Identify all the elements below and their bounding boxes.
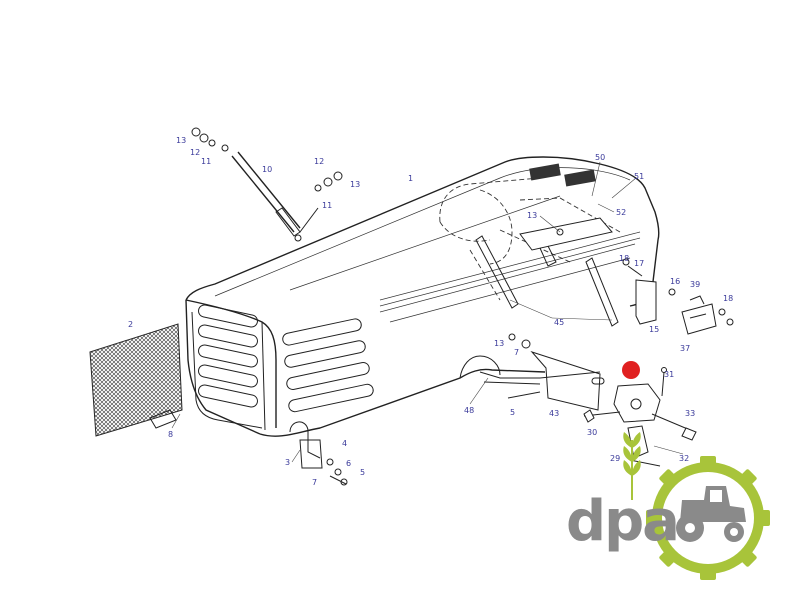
gas-strut-10 (221, 144, 319, 242)
callout-1: 1 (408, 174, 413, 183)
callout-51: 51 (634, 172, 644, 181)
callout-13: 13 (494, 339, 504, 348)
callout-16: 16 (670, 277, 680, 286)
callout-15: 15 (649, 325, 659, 334)
wheat-icon (623, 432, 641, 500)
callout-39: 39 (690, 280, 700, 289)
leader-lines (171, 161, 684, 463)
callout-48: 48 (464, 406, 474, 415)
callout-12: 12 (190, 148, 200, 157)
rubber-strip-48 (479, 371, 601, 385)
strut-hardware-top (191, 127, 216, 147)
red-dot-marker (622, 361, 640, 379)
callout-7: 7 (514, 348, 519, 357)
callout-11: 11 (322, 201, 332, 210)
callout-labels: 13 12 11 10 12 13 11 1 50 51 13 52 18 17… (128, 136, 733, 487)
logo-wordmark: dpa (566, 489, 678, 554)
mount-bracket-43 (507, 350, 605, 411)
callout-37: 37 (680, 344, 690, 353)
latch-bracket-52 (519, 217, 613, 267)
callout-31: 31 (664, 370, 674, 379)
hood-front-grille (191, 304, 263, 429)
callout-5: 5 (360, 468, 365, 477)
callout-43: 43 (549, 409, 559, 418)
callout-10: 10 (262, 165, 272, 174)
dpa-logo: dpa (566, 432, 770, 580)
striker-plate-37-39 (681, 295, 734, 335)
callout-32: 32 (679, 454, 689, 463)
callout-12: 12 (314, 157, 324, 166)
callout-45: 45 (554, 318, 564, 327)
callout-11: 11 (201, 157, 211, 166)
highlight-marker (622, 361, 640, 379)
radiator-grille-2 (89, 323, 183, 437)
callout-30: 30 (587, 428, 597, 437)
callout-4: 4 (342, 439, 347, 448)
tractor-gear-icon (646, 456, 770, 580)
callout-3: 3 (285, 458, 290, 467)
callout-13: 13 (350, 180, 360, 189)
strut-hardware-mid (314, 171, 343, 192)
callout-7: 7 (312, 478, 317, 487)
callout-13: 13 (527, 211, 537, 220)
hood-side-louvres (282, 318, 374, 413)
latch-plate-15 (622, 258, 676, 325)
callout-8: 8 (168, 430, 173, 439)
callout-17: 17 (634, 259, 644, 268)
callout-13: 13 (176, 136, 186, 145)
hinge-bracket-lower (289, 421, 348, 486)
washer-nut-13-7 (508, 333, 531, 349)
callout-2: 2 (128, 320, 133, 329)
callout-29: 29 (610, 454, 620, 463)
callout-52: 52 (616, 208, 626, 217)
callout-18: 18 (619, 254, 629, 263)
support-rods-45 (475, 235, 619, 327)
callout-33: 33 (685, 409, 695, 418)
callout-50: 50 (595, 153, 605, 162)
callout-5: 5 (510, 408, 515, 417)
callout-6: 6 (346, 459, 351, 468)
callout-18: 18 (723, 294, 733, 303)
hood-top-vents (529, 163, 596, 187)
